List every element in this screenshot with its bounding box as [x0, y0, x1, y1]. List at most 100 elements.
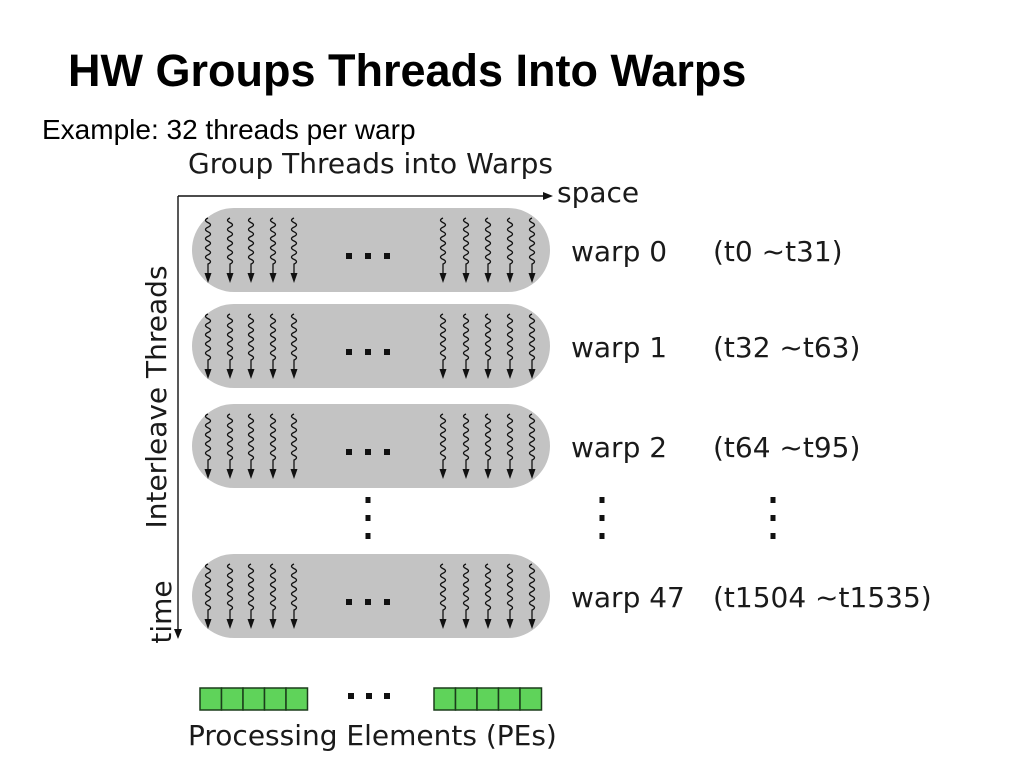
- ellipsis-dot: [346, 253, 352, 259]
- warp-thread-range: (t32 ~t63): [713, 331, 860, 364]
- thread-arrow-head: [269, 619, 277, 629]
- pe-box: [263, 687, 287, 711]
- thread-arrow-shaft: [484, 563, 492, 620]
- thread-arrow-shaft: [506, 563, 514, 620]
- thread-arrow: [290, 413, 298, 479]
- thread-arrow-shaft: [506, 217, 514, 274]
- warp-thread-range: (t64 ~t95): [713, 431, 860, 464]
- thread-arrow: [506, 563, 514, 629]
- vertical-ellipsis: [365, 497, 776, 539]
- thread-arrow: [439, 313, 447, 379]
- thread-arrow-head: [439, 619, 447, 629]
- thread-arrow: [528, 217, 536, 283]
- ellipsis-dot: [365, 349, 371, 355]
- thread-arrow-head: [462, 469, 470, 479]
- thread-arrow-shaft: [439, 413, 447, 470]
- warp-band: [192, 304, 550, 388]
- ellipsis-dot: [384, 693, 390, 699]
- ellipsis-dot: [384, 449, 390, 455]
- thread-arrow: [290, 313, 298, 379]
- warp-label: warp 2: [571, 431, 667, 464]
- thread-arrow: [226, 313, 234, 379]
- ellipsis-dot: [770, 533, 776, 539]
- warp-row: warp 0(t0 ~t31): [192, 208, 843, 292]
- thread-arrow-shaft: [484, 217, 492, 274]
- ellipsis-dot: [770, 515, 776, 521]
- thread-arrow: [528, 313, 536, 379]
- ellipsis-dot: [346, 599, 352, 605]
- warp-thread-range: (t1504 ~t1535): [713, 581, 932, 614]
- thread-arrow-shaft: [204, 313, 212, 370]
- thread-arrow-shaft: [484, 413, 492, 470]
- pe-box: [220, 687, 244, 711]
- thread-arrow-head: [528, 273, 536, 283]
- ellipsis-dot: [365, 253, 371, 259]
- ellipsis-dot: [599, 515, 605, 521]
- thread-arrow-shaft: [462, 413, 470, 470]
- ellipsis-dot: [365, 515, 371, 521]
- thread-arrow: [247, 563, 255, 629]
- thread-arrow: [204, 413, 212, 479]
- warp-row: warp 47(t1504 ~t1535): [192, 554, 932, 638]
- thread-arrow-shaft: [269, 313, 277, 370]
- thread-arrow-shaft: [528, 563, 536, 620]
- pe-box: [433, 687, 457, 711]
- thread-arrow-head: [462, 369, 470, 379]
- thread-arrow: [204, 217, 212, 283]
- thread-arrow-head: [226, 369, 234, 379]
- thread-arrow-shaft: [506, 313, 514, 370]
- thread-arrow-head: [226, 619, 234, 629]
- axes: space Interleave Threads time: [140, 176, 639, 644]
- thread-arrow-shaft: [528, 313, 536, 370]
- warp-band: [192, 208, 550, 292]
- warp-row: warp 2 (t64 ~t95): [192, 404, 860, 488]
- thread-arrow-shaft: [247, 563, 255, 620]
- thread-arrow-head: [269, 369, 277, 379]
- time-axis-arrowhead: [174, 629, 182, 639]
- thread-arrow-head: [439, 273, 447, 283]
- pe-group: [433, 687, 543, 711]
- thread-arrow-head: [204, 369, 212, 379]
- pe-box: [199, 687, 223, 711]
- thread-arrow-head: [269, 273, 277, 283]
- slide-title: HW Groups Threads Into Warps: [68, 45, 747, 96]
- warp-label: warp 1: [571, 331, 667, 364]
- thread-arrow-head: [484, 369, 492, 379]
- warp-rows: warp 0(t0 ~t31) warp 1 (t32 ~t63) warp 2 (t6…: [192, 208, 932, 638]
- thread-ellipsis: [346, 599, 390, 605]
- thread-arrow: [226, 413, 234, 479]
- thread-arrow-shaft: [204, 563, 212, 620]
- thread-arrow-head: [528, 619, 536, 629]
- thread-arrow-head: [506, 619, 514, 629]
- thread-arrow-shaft: [290, 313, 298, 370]
- vertical-ellipsis-column: [770, 497, 776, 539]
- thread-arrow-shaft: [506, 413, 514, 470]
- thread-arrow: [247, 413, 255, 479]
- thread-arrow-shaft: [247, 313, 255, 370]
- thread-arrow: [484, 217, 492, 283]
- thread-arrow-head: [247, 369, 255, 379]
- thread-arrow-head: [204, 469, 212, 479]
- thread-arrow-shaft: [290, 563, 298, 620]
- thread-arrow: [269, 217, 277, 283]
- ellipsis-dot: [770, 497, 776, 503]
- interleave-threads-label: Interleave Threads: [140, 265, 173, 528]
- thread-arrow: [462, 313, 470, 379]
- thread-arrow: [528, 413, 536, 479]
- thread-arrow: [439, 217, 447, 283]
- thread-arrow-head: [439, 369, 447, 379]
- thread-ellipsis: [346, 449, 390, 455]
- thread-arrow-shaft: [247, 217, 255, 274]
- space-axis-arrowhead: [543, 192, 553, 200]
- warp-band: [192, 554, 550, 638]
- thread-arrow: [204, 313, 212, 379]
- thread-arrow-shaft: [290, 217, 298, 274]
- thread-ellipsis: [346, 349, 390, 355]
- thread-arrow-head: [506, 273, 514, 283]
- pe-label: Processing Elements (PEs): [188, 719, 557, 752]
- thread-arrow-head: [290, 369, 298, 379]
- pe-box: [454, 687, 478, 711]
- thread-arrow-shaft: [528, 413, 536, 470]
- thread-arrow-head: [226, 273, 234, 283]
